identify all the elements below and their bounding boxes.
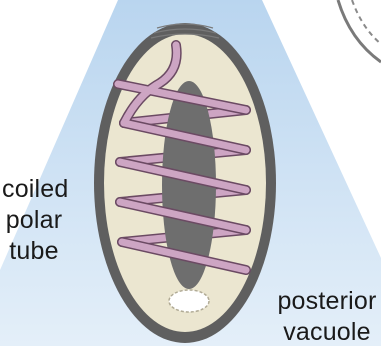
neighbor-spore-edge xyxy=(338,0,381,62)
posterior-vacuole-label: posterior vacuole xyxy=(275,286,379,348)
coiled-polar-tube-label-line-3: tube xyxy=(2,236,66,267)
posterior-vacuole-label-line-1: posterior xyxy=(275,286,379,317)
posterior-vacuole xyxy=(169,290,209,312)
coiled-polar-tube-label-line-1: coiled xyxy=(2,174,66,205)
coiled-polar-tube-label-line-2: polar xyxy=(2,205,66,236)
coiled-polar-tube-label: coiled polar tube xyxy=(2,174,66,267)
posterior-vacuole-label-line-2: vacuole xyxy=(275,317,379,348)
